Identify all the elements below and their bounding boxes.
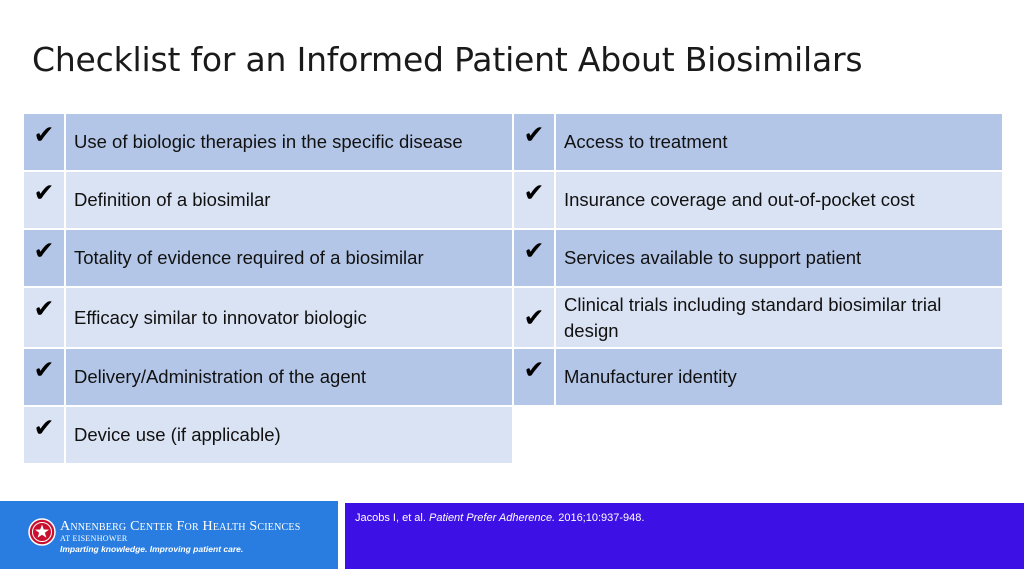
checklist-row: ✔ Efficacy similar to innovator biologic [22, 286, 514, 349]
checkmark-icon: ✔ [22, 228, 66, 288]
checkmark-icon: ✔ [512, 347, 556, 407]
checkmark-icon: ✔ [512, 228, 556, 288]
checklist-item: Efficacy similar to innovator biologic [64, 286, 514, 349]
checklist-right-column: ✔ Access to treatment ✔ Insurance covera… [512, 112, 1004, 407]
checklist-row: ✔ Access to treatment [512, 112, 1004, 172]
checklist-item: Delivery/Administration of the agent [64, 347, 514, 407]
logo-tagline: Imparting knowledge. Improving patient c… [60, 544, 244, 554]
checkmark-icon: ✔ [22, 112, 66, 172]
citation-banner: Jacobs I, et al. Patient Prefer Adherenc… [345, 503, 1024, 569]
checklist-item: Totality of evidence required of a biosi… [64, 228, 514, 288]
slide-title: Checklist for an Informed Patient About … [32, 40, 863, 79]
checkmark-icon: ✔ [512, 112, 556, 172]
checkmark-icon: ✔ [22, 405, 66, 465]
checklist-item: Services available to support patient [554, 228, 1004, 288]
checkmark-icon: ✔ [512, 286, 556, 349]
checkmark-icon: ✔ [512, 170, 556, 230]
checklist-row: ✔ Definition of a biosimilar [22, 170, 514, 230]
checkmark-icon: ✔ [22, 170, 66, 230]
checklist-row: ✔ Device use (if applicable) [22, 405, 514, 465]
checklist-row: ✔ Insurance coverage and out-of-pocket c… [512, 170, 1004, 230]
checklist-item: Manufacturer identity [554, 347, 1004, 407]
logo-subtitle: AT EISENHOWER [60, 534, 128, 543]
checklist-left-column: ✔ Use of biologic therapies in the speci… [22, 112, 514, 465]
checklist-row: ✔ Clinical trials including standard bio… [512, 286, 1004, 349]
annenberg-logo-banner: Annenberg Center For Health Sciences AT … [0, 501, 338, 569]
checklist-row: ✔ Services available to support patient [512, 228, 1004, 288]
checklist-item: Clinical trials including standard biosi… [554, 286, 1004, 349]
logo-name: Annenberg Center For Health Sciences [60, 519, 301, 534]
checkmark-icon: ✔ [22, 347, 66, 407]
citation-text: Jacobs I, et al. Patient Prefer Adherenc… [355, 512, 645, 524]
checklist-row: ✔ Delivery/Administration of the agent [22, 347, 514, 407]
checklist-item: Definition of a biosimilar [64, 170, 514, 230]
checklist-item: Access to treatment [554, 112, 1004, 172]
checklist-item: Device use (if applicable) [64, 405, 514, 465]
checkmark-icon: ✔ [22, 286, 66, 349]
checklist-item: Insurance coverage and out-of-pocket cos… [554, 170, 1004, 230]
star-seal-icon [28, 518, 56, 546]
checklist-row: ✔ Totality of evidence required of a bio… [22, 228, 514, 288]
checklist-item: Use of biologic therapies in the specifi… [64, 112, 514, 172]
checklist-row: ✔ Use of biologic therapies in the speci… [22, 112, 514, 172]
checklist-row: ✔ Manufacturer identity [512, 347, 1004, 407]
